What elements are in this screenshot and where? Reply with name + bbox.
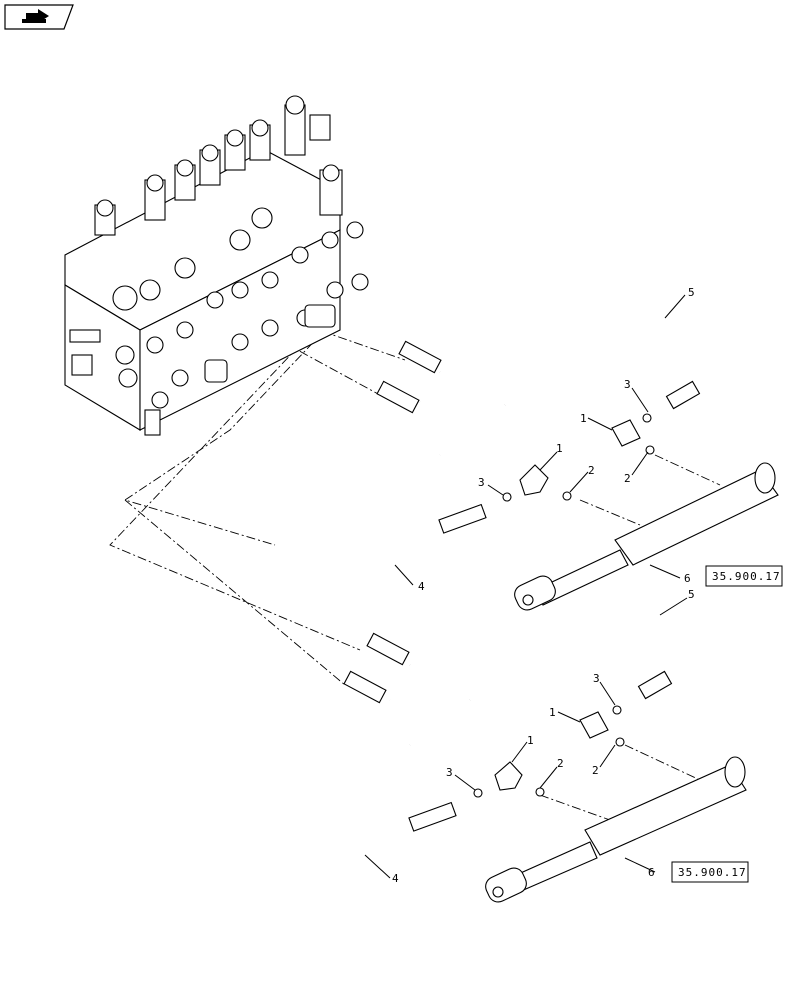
callout-3: 3: [624, 378, 631, 391]
callout-4: 4: [418, 580, 425, 593]
callout-1: 1: [527, 734, 534, 747]
lower-fittings: [473, 705, 625, 798]
control-valve-block: [64, 95, 369, 436]
callout-2: 2: [624, 472, 631, 485]
callout-5: 5: [688, 286, 695, 299]
callout-3: 3: [446, 766, 453, 779]
upper-hose-5: [504, 316, 718, 410]
reference-box-2[interactable]: 35.900.17: [671, 861, 749, 883]
reference-box-1[interactable]: 35.900.17: [705, 565, 783, 587]
callout-2: 2: [588, 464, 595, 477]
lower-hose-5: [469, 613, 688, 702]
callout-4: 4: [392, 872, 399, 885]
callout-1: 1: [580, 412, 587, 425]
callout-3: 3: [478, 476, 485, 489]
callout-1: 1: [556, 442, 563, 455]
forward-arrow-icon: [22, 9, 49, 23]
callout-3: 3: [593, 672, 600, 685]
nav-forward-button[interactable]: [4, 4, 74, 30]
lower-hose-4: [314, 632, 457, 857]
lower-cylinder-6: [485, 756, 747, 903]
callout-1: 1: [549, 706, 556, 719]
reference-label: 35.900.17: [712, 570, 781, 583]
callout-2: 2: [557, 757, 564, 770]
upper-cylinder-6: [514, 462, 779, 611]
callout-leaders: [364, 294, 688, 879]
upper-hose-4: [344, 340, 494, 560]
reference-label: 35.900.17: [678, 866, 747, 879]
callouts: 5 3 1 2 1 3 2 4 6 5 3 1 2 1 3 2 4 6: [392, 286, 695, 885]
upper-fittings: [502, 413, 655, 502]
callout-6: 6: [684, 572, 691, 585]
callout-5: 5: [688, 588, 695, 601]
callout-6: 6: [648, 866, 655, 879]
callout-2: 2: [592, 764, 599, 777]
